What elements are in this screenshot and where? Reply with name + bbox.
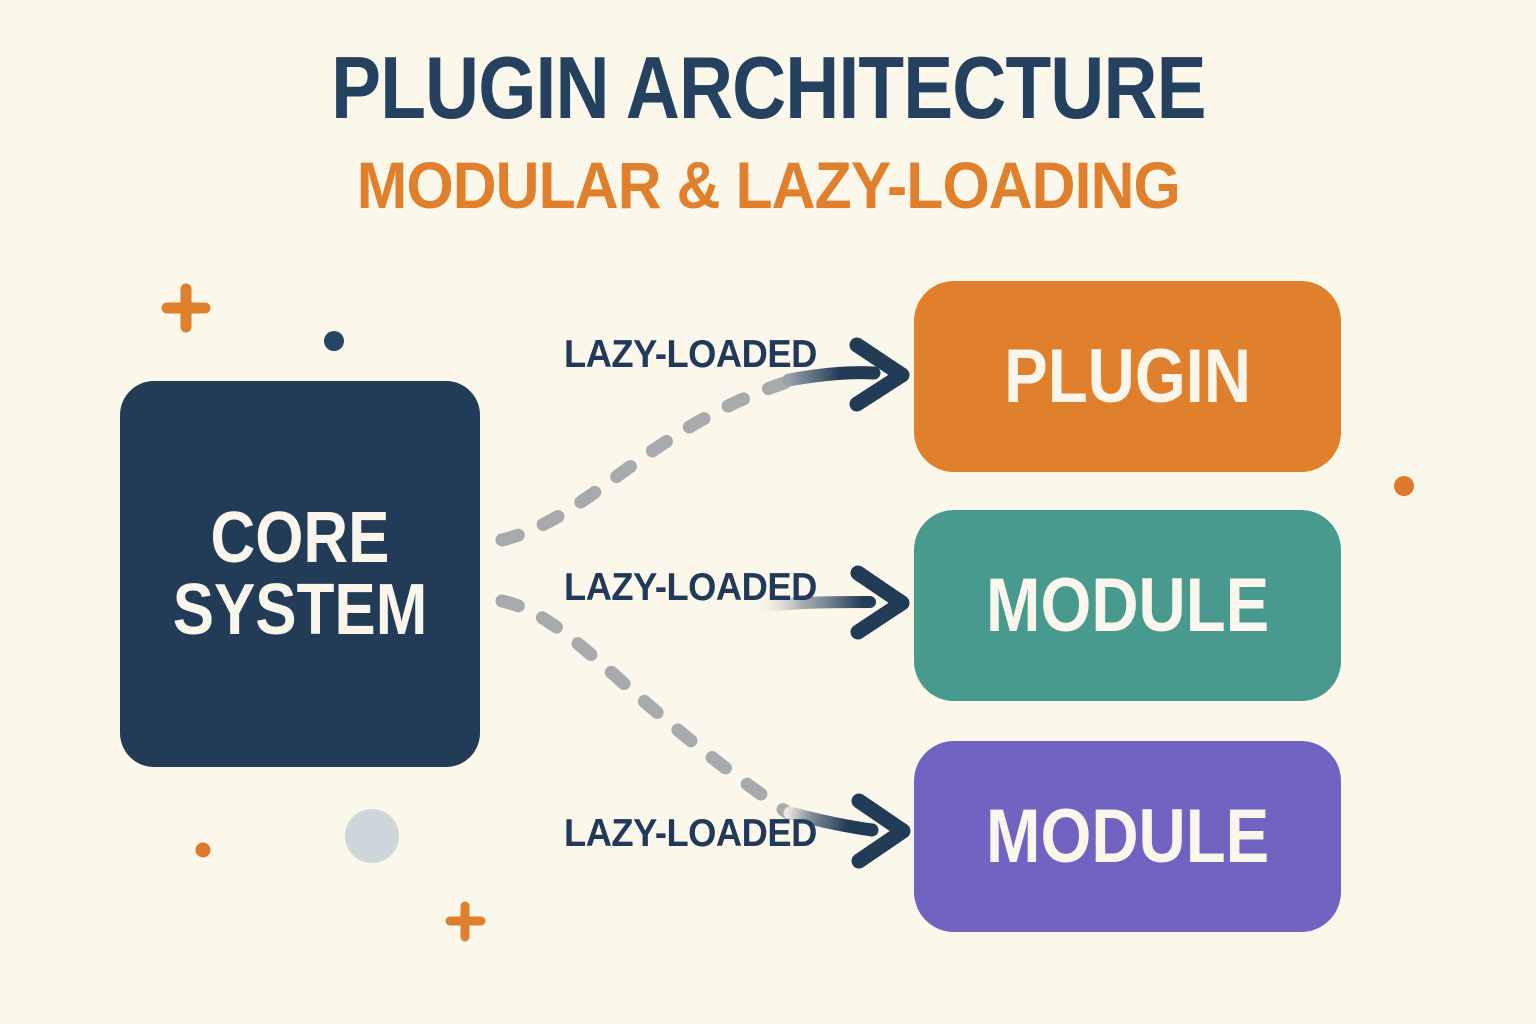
dot-orange-icon bbox=[195, 842, 211, 858]
edge-label-lazy-loaded-module-purple: LAZY-LOADED bbox=[564, 814, 836, 853]
node-core-system: CORE SYSTEM bbox=[120, 381, 480, 767]
page-subtitle: MODULAR & LAZY-LOADING bbox=[0, 152, 1536, 218]
plus-icon bbox=[445, 901, 486, 942]
edge-label-lazy-loaded-plugin: LAZY-LOADED bbox=[564, 335, 836, 374]
page-subtitle-text: MODULAR & LAZY-LOADING bbox=[356, 148, 1180, 222]
edge-arrow-shaft-to-module-purple bbox=[783, 806, 879, 837]
dot-navy-icon bbox=[324, 331, 344, 351]
edge-label-lazy-loaded-module-teal: LAZY-LOADED bbox=[564, 568, 836, 607]
edge-arrow-shaft-to-plugin bbox=[782, 366, 881, 387]
edge-label-text: LAZY-LOADED bbox=[564, 812, 817, 855]
page-title: PLUGIN ARCHITECTURE bbox=[0, 44, 1536, 132]
edge-dashed-curve-to-plugin bbox=[495, 374, 797, 547]
circle-gray-icon bbox=[345, 809, 399, 863]
edge-label-text: LAZY-LOADED bbox=[564, 566, 817, 609]
edge-arrow-shaft-to-module-teal bbox=[748, 596, 876, 613]
arrowhead-to-module-teal bbox=[850, 565, 910, 640]
arrowhead-to-plugin bbox=[849, 337, 910, 412]
edge-dashed-curve-to-module-purple bbox=[495, 594, 795, 820]
node-plugin-label: PLUGIN bbox=[1004, 333, 1251, 419]
node-module-purple: MODULE bbox=[914, 741, 1341, 932]
edge-label-text: LAZY-LOADED bbox=[564, 333, 817, 376]
page-title-text: PLUGIN ARCHITECTURE bbox=[330, 38, 1206, 137]
plus-icon bbox=[161, 283, 211, 333]
node-module-teal-label: MODULE bbox=[985, 562, 1270, 648]
node-module-purple-label: MODULE bbox=[985, 793, 1270, 879]
node-core-system-label: CORE SYSTEM bbox=[172, 498, 428, 650]
node-module-teal: MODULE bbox=[914, 510, 1341, 701]
arrowhead-to-module-purple bbox=[851, 793, 911, 869]
node-plugin: PLUGIN bbox=[914, 281, 1341, 472]
dot-orange-icon bbox=[1394, 476, 1414, 496]
